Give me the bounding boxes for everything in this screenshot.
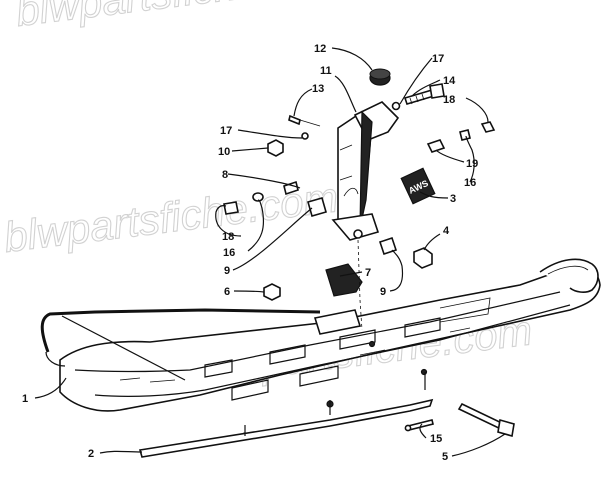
callout-16-left: 16	[223, 247, 235, 259]
callout-16-right: 16	[464, 177, 476, 189]
callout-17-left: 17	[220, 125, 232, 137]
bumper-cap	[369, 68, 391, 86]
callout-10: 10	[218, 146, 230, 158]
nut-6	[263, 283, 281, 301]
callout-3: 3	[450, 193, 456, 205]
callout-15: 15	[430, 433, 442, 445]
spindle	[331, 101, 400, 241]
callout-11: 11	[320, 65, 332, 77]
callout-19: 19	[466, 158, 478, 170]
bolt-13	[288, 114, 321, 127]
callout-18-left: 18	[222, 231, 234, 243]
right-bushings	[426, 121, 496, 153]
callout-9-right: 9	[380, 286, 386, 298]
washer-17-right	[391, 101, 401, 111]
callout-2: 2	[88, 448, 94, 460]
callout-14: 14	[443, 75, 456, 87]
callout-labels: 1 2 3 4 5 6 7 8 9 9 10 11 12 13 14 15 16…	[22, 43, 478, 463]
aws-decal: AWS	[400, 167, 436, 205]
steering-bracket	[325, 263, 363, 297]
callout-9-left: 9	[224, 265, 230, 277]
nut-4	[413, 247, 433, 269]
washer-17-left	[301, 132, 309, 140]
callout-17-right: 17	[432, 53, 444, 65]
watermark-text-top: blwpartsfiche.com	[13, 0, 352, 35]
ski-body	[40, 258, 601, 440]
through-bolt	[457, 402, 515, 438]
callout-1: 1	[22, 393, 28, 405]
left-bushings	[223, 180, 327, 217]
callout-13: 13	[312, 83, 324, 95]
callout-5: 5	[442, 451, 448, 463]
cotter-pin	[404, 419, 434, 432]
bolt-14	[403, 83, 445, 105]
nut-10	[267, 139, 284, 157]
callout-18-right: 18	[443, 94, 455, 106]
wear-bar	[138, 372, 434, 458]
callout-8: 8	[222, 169, 228, 181]
callout-4: 4	[443, 225, 450, 237]
callout-6: 6	[224, 286, 230, 298]
callout-7: 7	[365, 267, 371, 279]
leader-lines	[34, 47, 506, 457]
callout-12: 12	[314, 43, 326, 55]
